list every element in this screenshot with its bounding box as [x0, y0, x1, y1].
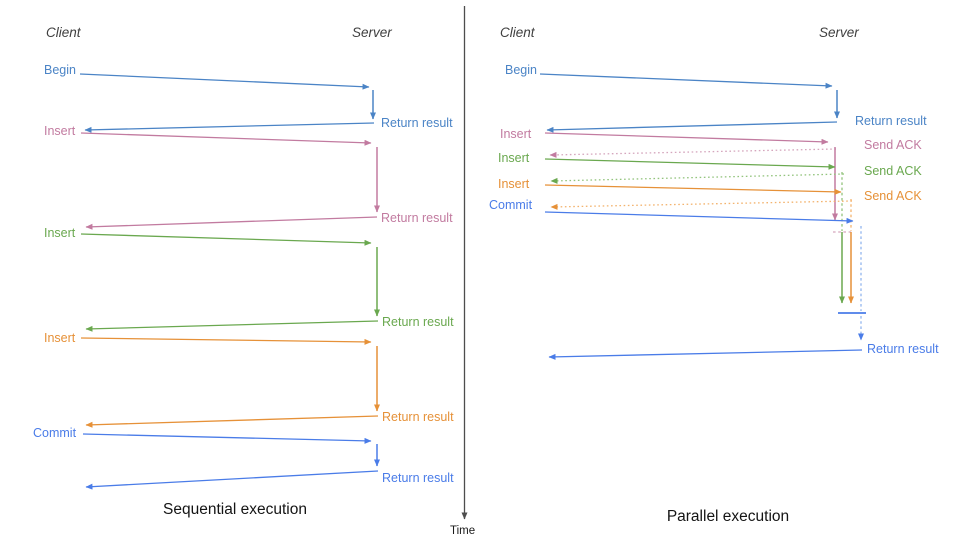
right-commit-return-label: Return result: [867, 342, 939, 356]
right-server-header: Server: [819, 25, 859, 40]
right-commit-label: Commit: [489, 198, 533, 212]
left-insert1-label: Insert: [44, 124, 76, 138]
right-begin-label: Begin: [505, 63, 537, 77]
commit-request-arrow: [544, 211, 854, 224]
right-insert2-ack-label: Send ACK: [864, 164, 922, 178]
left-commit-label: Commit: [33, 426, 77, 440]
insert2-request-arrow: [544, 158, 836, 170]
right-insert3-ack-label: Send ACK: [864, 189, 922, 203]
parallel-execution-title: Parallel execution: [666, 508, 790, 525]
left-begin-label: Begin: [44, 63, 76, 77]
left-server-header: Server: [352, 25, 392, 40]
sequential-execution-title: Sequential execution: [163, 501, 307, 518]
left-insert2-label: Insert: [44, 226, 76, 240]
insert2-request-arrow: [80, 233, 372, 246]
right-insert3-label: Insert: [498, 177, 530, 191]
right-begin-return-label: Return result: [855, 114, 927, 128]
sequential-diagram: [79, 73, 380, 490]
insert1-return-arrow: [85, 216, 378, 230]
begin-return-arrow: [84, 122, 375, 133]
insert3-ack-arrow: [550, 200, 853, 210]
left-commit-return-label: Return result: [382, 471, 454, 485]
insert1-request-arrow: [80, 132, 372, 146]
commit-request-arrow: [82, 433, 372, 444]
right-client-header: Client: [500, 25, 535, 40]
left-insert2-return-label: Return result: [382, 315, 454, 329]
insert2-ack-arrow: [550, 173, 845, 184]
begin-request-arrow: [539, 73, 833, 89]
right-insert1-label: Insert: [500, 127, 532, 141]
right-insert2-label: Insert: [498, 151, 530, 165]
time-axis-label: Time: [450, 525, 476, 537]
insert3-return-arrow: [85, 415, 379, 428]
insert1-request-arrow: [544, 132, 829, 145]
begin-return-arrow: [546, 121, 838, 133]
commit-return-arrow: [85, 470, 379, 490]
insert1-ack-arrow: [549, 148, 837, 158]
begin-request-arrow: [79, 73, 370, 90]
left-insert3-return-label: Return result: [382, 410, 454, 424]
parallel-diagram: [539, 73, 866, 360]
insert2-return-arrow: [85, 320, 379, 332]
commit-return-arrow: [548, 349, 863, 360]
right-insert1-ack-label: Send ACK: [864, 138, 922, 152]
left-client-header: Client: [46, 25, 81, 40]
insert3-request-arrow: [544, 184, 842, 195]
left-begin-return-label: Return result: [381, 116, 453, 130]
left-insert1-return-label: Return result: [381, 211, 453, 225]
left-insert3-label: Insert: [44, 331, 76, 345]
insert3-request-arrow: [80, 337, 372, 345]
